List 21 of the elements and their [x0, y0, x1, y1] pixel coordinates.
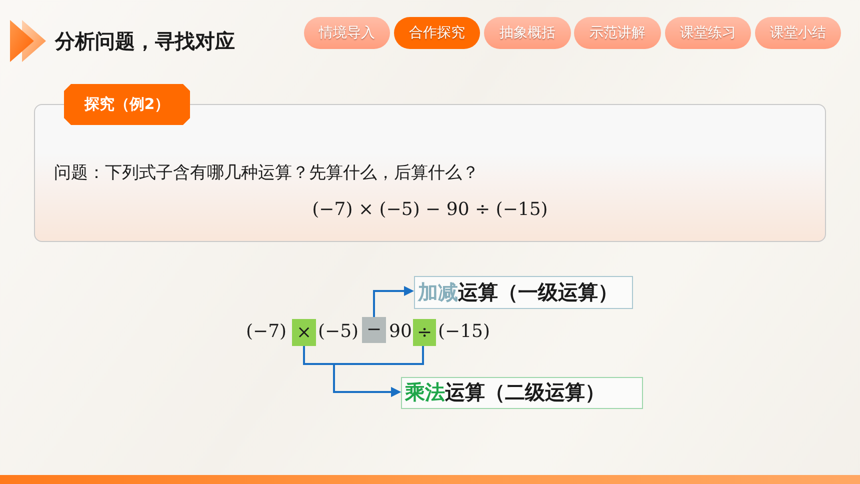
operator-highlight: × [292, 319, 316, 346]
heading-tab: 探究（例2） [64, 84, 190, 125]
operator-highlight: − [362, 317, 386, 343]
arrow [333, 346, 424, 397]
math-operand: (−15) [438, 320, 490, 344]
arrow [373, 286, 414, 317]
nav-tab: 课堂小结 [755, 17, 841, 49]
nav-tab: 课堂练习 [665, 17, 751, 49]
nav-tab: 示范讲解 [574, 17, 661, 49]
result-box: 加减运算（一级运算） [414, 276, 633, 309]
math-expression: (−7) × (−5) − 90 ÷ (−15) [311, 199, 549, 220]
math-operand: (−5) [318, 320, 359, 344]
nav-tab: 情境导入 [304, 17, 390, 49]
active-nav-tab: 合作探究 [394, 17, 480, 49]
result-box: 乘法运算（二级运算） [401, 377, 643, 409]
question-text: 问题：下列式子含有哪几种运算？先算什么，后算什么？ [54, 162, 479, 184]
page-title: 分析问题，寻找对应 [55, 28, 235, 55]
nav-tab: 抽象概括 [484, 17, 571, 49]
math-operand: (−7) [246, 320, 287, 344]
math-operand: 90 [389, 320, 412, 344]
operator-highlight: ÷ [413, 319, 436, 346]
